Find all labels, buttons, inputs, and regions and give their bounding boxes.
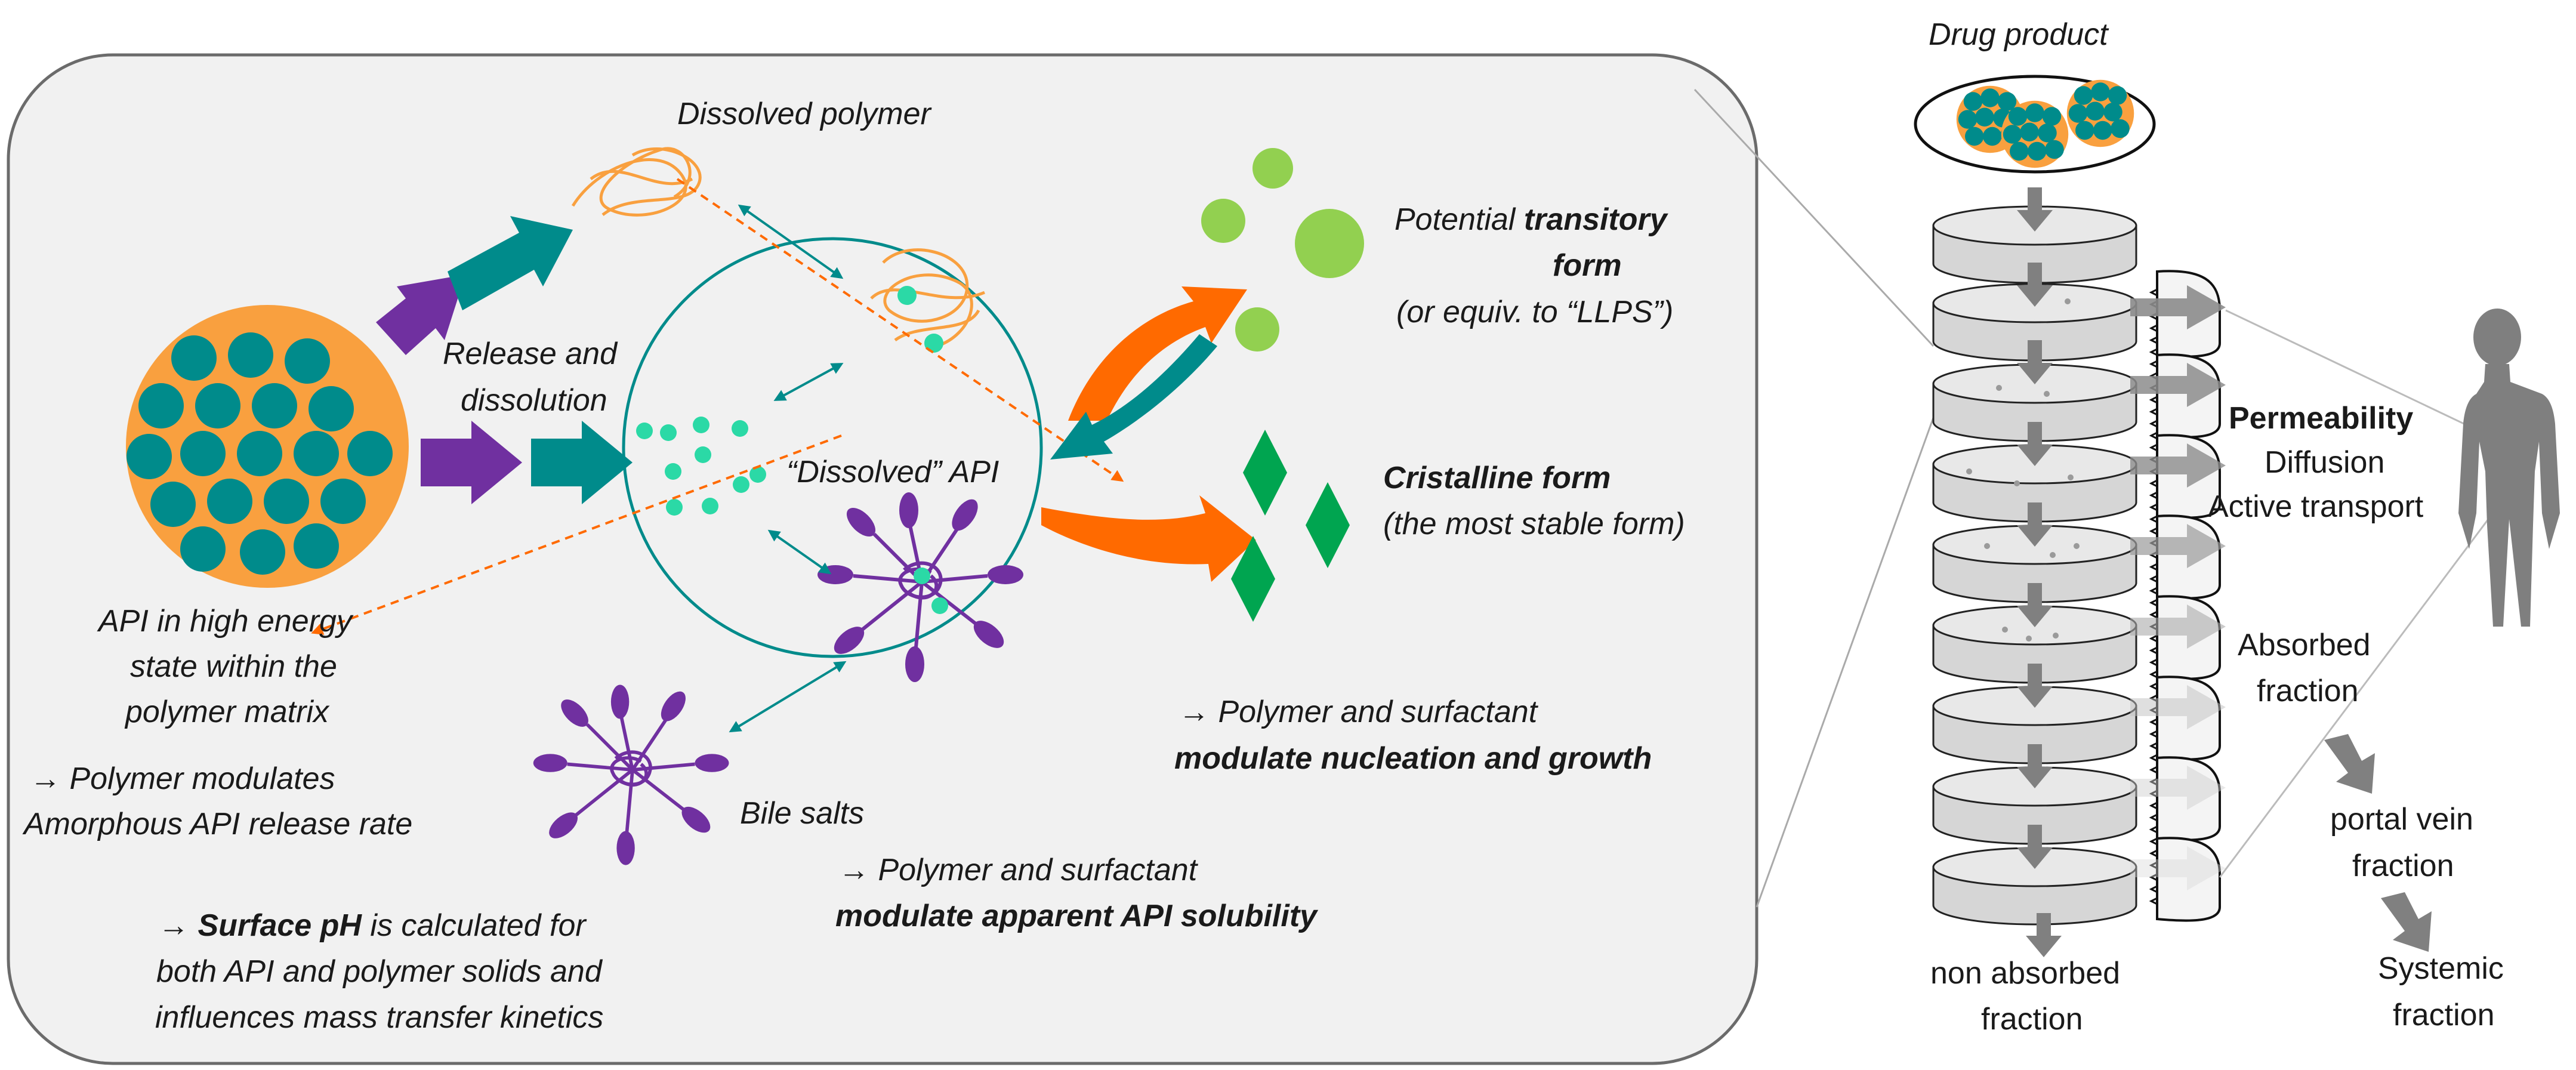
- label-crystalline-2: (the most stable form): [1383, 507, 1685, 541]
- label-systemic-2: fraction: [2393, 998, 2495, 1032]
- purple-arrow-right: [421, 421, 522, 504]
- human-silhouette: [2458, 309, 2560, 627]
- label-diffusion: Diffusion: [2265, 445, 2384, 480]
- api-matrix-particle: [126, 305, 409, 588]
- label-release-1: Release and: [443, 337, 618, 371]
- label-transitory-3: (or equiv. to “LLPS”): [1396, 295, 1673, 329]
- purple-arrow-up: [376, 275, 465, 355]
- label-transitory-2: form: [1553, 248, 1622, 283]
- label-absorbed-1: Absorbed: [2238, 628, 2371, 662]
- human-connectors: [2219, 309, 2489, 878]
- label-bile-salts: Bile salts: [740, 796, 864, 831]
- label-api-state-3: polymer matrix: [124, 695, 330, 729]
- compartment-particles: [1966, 298, 2080, 642]
- teal-arrow-right: [531, 421, 633, 504]
- orange-dashed-arrows: [311, 178, 1124, 635]
- zoom-line-bottom: [1756, 417, 1935, 908]
- transitory-droplets: [1201, 148, 1364, 351]
- label-portal-1: portal vein: [2330, 802, 2473, 837]
- label-dissolved-polymer: Dissolved polymer: [677, 97, 932, 131]
- orange-arrow-crystalline: [1041, 495, 1256, 582]
- exchange-arrows: [729, 204, 847, 733]
- teal-curved-arrow-down: [1050, 334, 1217, 460]
- dissolved-polymer-coil: [571, 147, 702, 217]
- micelle-with-api: [817, 492, 1023, 682]
- enterocyte-wall: [2149, 270, 2221, 922]
- label-dissolved-api: “Dissolved” API: [786, 455, 999, 489]
- label-non-absorbed-1: non absorbed: [1930, 956, 2120, 991]
- label-surface-ph-2: both API and polymer solids and: [156, 954, 603, 989]
- teal-arrow-up: [448, 216, 573, 310]
- zoom-line-top: [1693, 88, 1935, 347]
- orange-curved-arrow-up: [1068, 286, 1247, 421]
- label-solubility-1: → Polymer and surfactant: [838, 853, 1199, 887]
- absorption-arrows: [2130, 285, 2226, 890]
- label-api-state-2: state within the: [130, 649, 337, 684]
- label-surface-ph-3: influences mass transfer kinetics: [155, 1000, 603, 1035]
- systemic-arrow: [2381, 892, 2432, 952]
- label-api-state-1: API in high energy: [97, 604, 354, 639]
- label-polymer-mod-1: → Polymer modulates: [30, 761, 335, 796]
- gi-compartments: [1932, 205, 2137, 926]
- label-nucleation-2: modulate nucleation and growth: [1174, 741, 1652, 776]
- label-nucleation-1: → Polymer and surfactant: [1179, 695, 1539, 729]
- label-systemic-1: Systemic: [2378, 951, 2504, 986]
- label-absorbed-2: fraction: [2257, 674, 2359, 708]
- label-solubility-2: modulate apparent API solubility: [835, 899, 1319, 933]
- label-portal-2: fraction: [2352, 849, 2454, 883]
- label-transitory-1: Potential transitory: [1395, 202, 1669, 237]
- label-permeability: Permeability: [2229, 401, 2413, 436]
- polymer-api-complex: [870, 248, 985, 353]
- label-release-2: dissolution: [461, 383, 607, 418]
- label-surface-ph-1: → Surface pH is calculated for: [158, 908, 587, 943]
- label-crystalline-1: Cristalline form: [1383, 461, 1611, 495]
- label-polymer-mod-2: Amorphous API release rate: [22, 807, 412, 841]
- dissolved-api-dots: [636, 417, 766, 516]
- label-drug-product: Drug product: [1929, 17, 2109, 52]
- label-non-absorbed-2: fraction: [1981, 1002, 2083, 1037]
- crystal-diamonds: [1231, 430, 1350, 622]
- portal-vein-arrow: [2324, 734, 2375, 794]
- label-active-transport: Active transport: [2208, 489, 2424, 524]
